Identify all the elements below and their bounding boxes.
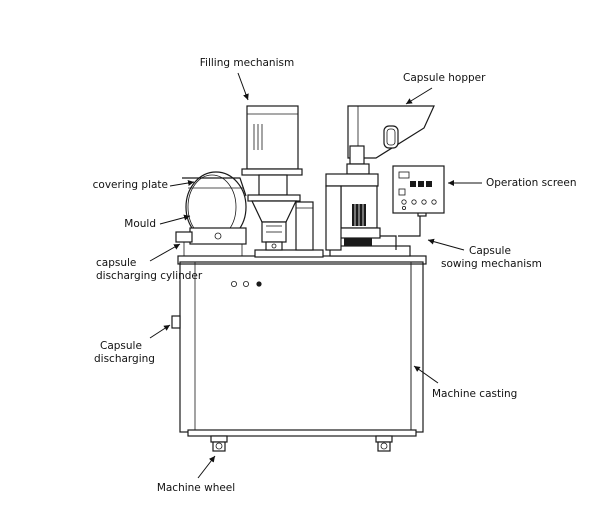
label-capsule-discharging-line1: Capsule [100, 340, 142, 352]
arrow-covering-plate [169, 180, 195, 187]
arrow-capsule-sowing-mechanism [427, 238, 465, 251]
arrow-machine-wheel [197, 455, 216, 479]
arrow-capsule-discharging-cylinder [149, 243, 181, 262]
machine-wheel-left [210, 435, 228, 452]
label-capsule-discharging-cylinder-line1: capsule [96, 257, 136, 269]
label-operation-screen: Operation screen [486, 177, 577, 189]
label-machine-wheel: Machine wheel [157, 482, 235, 494]
label-machine-casting: Machine casting [432, 388, 517, 400]
label-capsule-sowing-mechanism-line2: sowing mechanism [441, 258, 542, 270]
arrow-capsule-discharging [149, 324, 171, 339]
label-capsule-discharging-cylinder-line2: discharging cylinder [96, 270, 203, 282]
label-filling-mechanism: Filling mechanism [200, 57, 294, 69]
table-plate [254, 249, 324, 258]
arrow-mould [159, 214, 191, 225]
arrow-filling-mechanism [237, 72, 249, 101]
machine-wheel-right [375, 435, 393, 452]
mould [175, 171, 247, 256]
indicator-dot-1 [230, 280, 237, 287]
indicator-dot-3 [256, 281, 262, 287]
machine-casting [171, 255, 427, 437]
arrow-machine-casting [413, 365, 439, 384]
label-capsule-sowing-mechanism-line1: Capsule [469, 245, 511, 257]
filling-mechanism [241, 105, 314, 251]
capsule-hopper [347, 105, 435, 159]
operation-screen [392, 165, 445, 214]
label-capsule-discharging-line2: discharging [94, 353, 155, 365]
label-capsule-hopper: Capsule hopper [403, 72, 486, 84]
indicator-dot-2 [242, 280, 249, 287]
label-covering-plate: covering plate [93, 179, 168, 191]
arrow-capsule-hopper [405, 87, 433, 105]
label-mould: Mould [124, 218, 156, 230]
capsule-sowing-mechanism [325, 145, 427, 257]
